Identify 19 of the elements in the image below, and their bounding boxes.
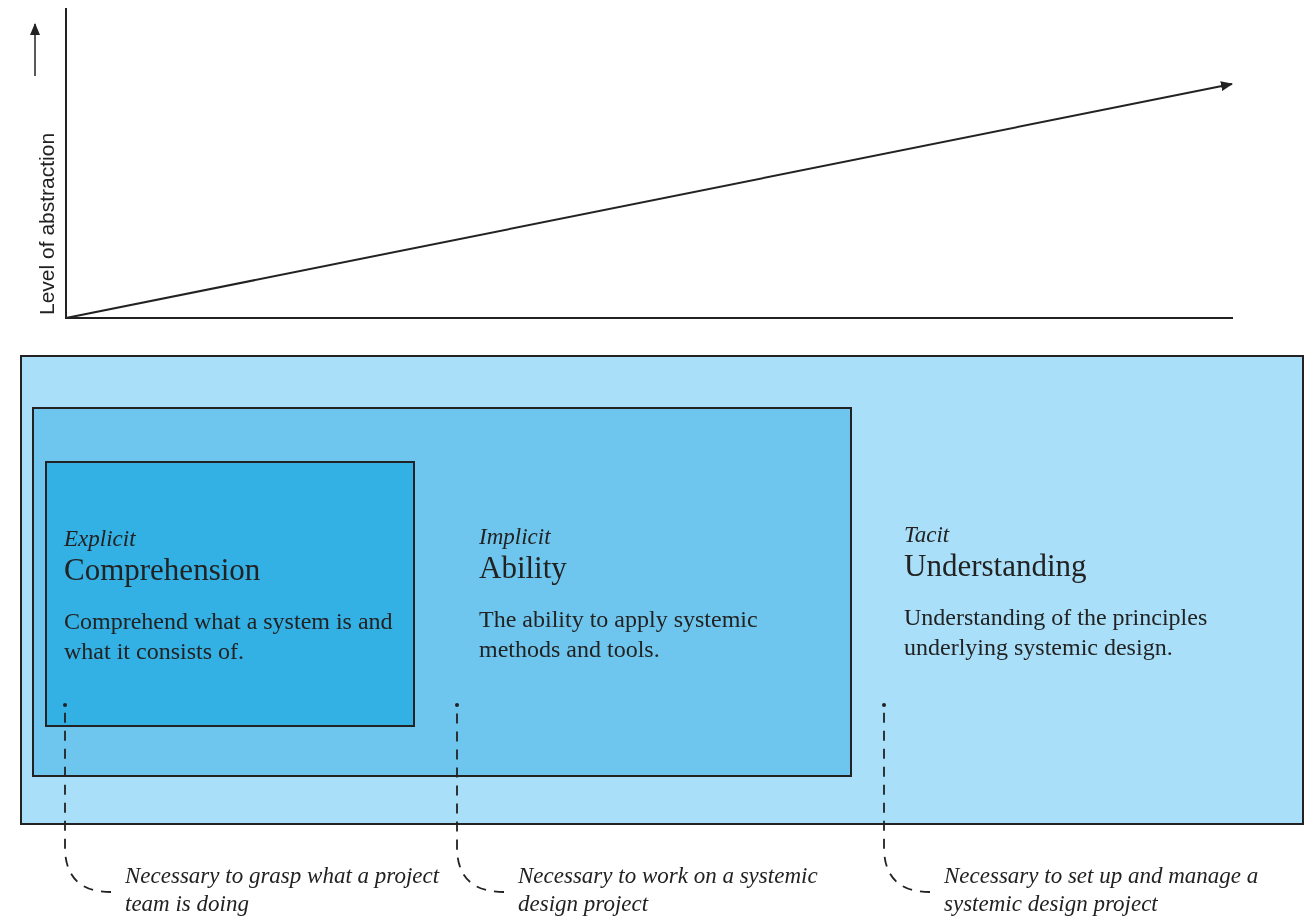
leader-line — [455, 703, 505, 893]
nested-box — [45, 461, 415, 727]
category-label: Implicit — [479, 524, 552, 550]
box-description: Understanding of the principles underlying systemic design. — [904, 603, 1209, 663]
box-heading: Understanding — [904, 547, 1088, 585]
nested-box — [20, 355, 1304, 825]
annotation-text: Necessary to work on a systemic design project — [518, 862, 858, 918]
annotation-text: Necessary to grasp what a project team is doing — [125, 862, 465, 918]
leader-line — [882, 703, 931, 893]
box-heading: Ability — [479, 549, 568, 587]
leader-line — [63, 703, 112, 893]
category-label: Explicit — [64, 526, 137, 552]
category-label: Tacit — [904, 522, 951, 548]
annotation-text: Necessary to set up and manage a systemic design project — [944, 862, 1284, 918]
box-description: Comprehend what a system is and what it consists of. — [64, 607, 394, 667]
box-description: The ability to apply systemic methods and tools. — [479, 605, 759, 665]
axis-label: Level of abstraction — [35, 132, 59, 315]
box-heading: Comprehension — [64, 551, 262, 589]
nested-box — [32, 407, 852, 777]
